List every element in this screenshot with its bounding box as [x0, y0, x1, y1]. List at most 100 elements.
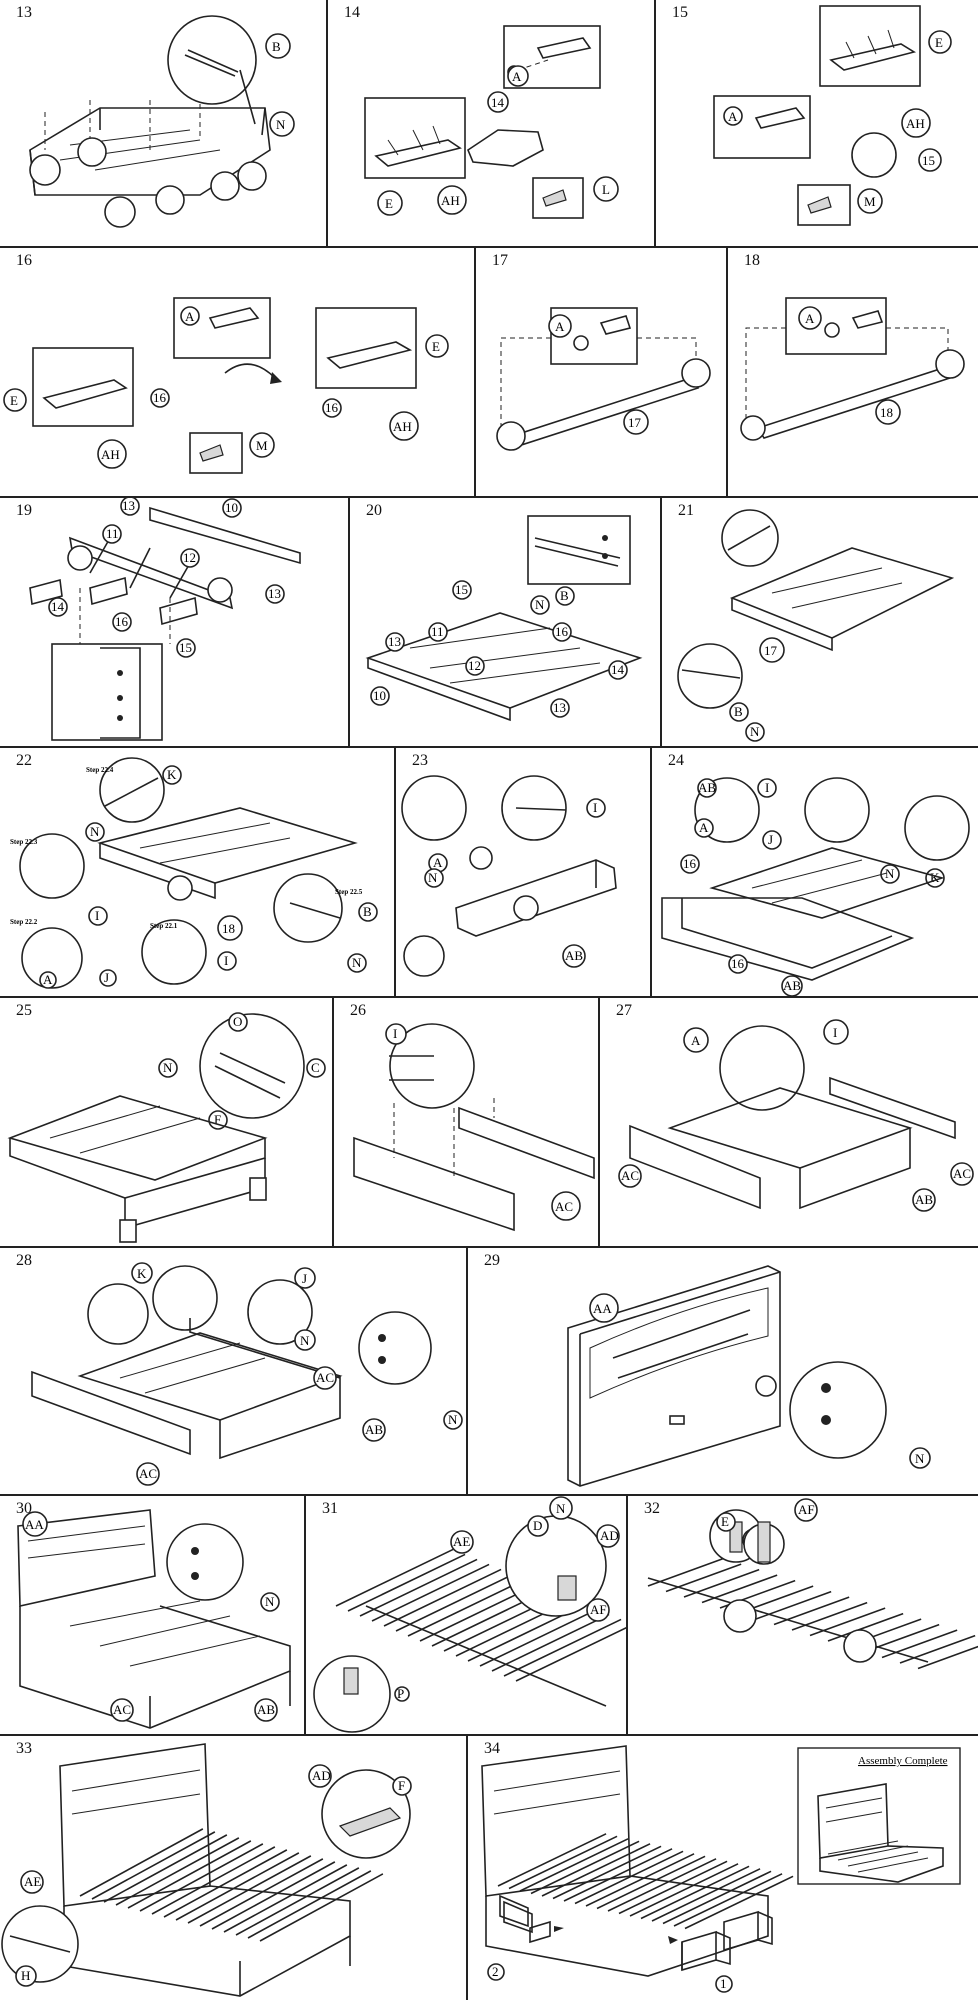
part-label-M: M — [256, 438, 268, 453]
part-label-E: E — [721, 1514, 729, 1529]
slat — [211, 1861, 336, 1930]
part-label-B: B — [734, 704, 743, 719]
step-number: 17 — [492, 252, 508, 269]
part-label-A: A — [433, 855, 443, 870]
slat — [899, 1634, 976, 1664]
part-label-I: I — [833, 1025, 837, 1040]
part-label-E: E — [10, 393, 18, 408]
step-20-panel: 20 15 N B 11 16 13 12 14 10 — [350, 498, 662, 746]
step-24-illustration: AB I A J 16 N K 16 AB — [661, 777, 970, 996]
part-label-14: 14 — [51, 599, 65, 614]
part-label-18: 18 — [880, 405, 893, 420]
part-label-17: 17 — [628, 415, 642, 430]
step-23-illustration: I A N AB — [401, 775, 617, 977]
step-13-panel: 13 B N — [0, 0, 328, 246]
step-number: 34 — [484, 1740, 500, 1757]
slat — [773, 1596, 850, 1626]
step-25-illustration: O N C F — [7, 1012, 326, 1243]
part-label-B: B — [272, 39, 281, 54]
part-label-AB: AB — [698, 780, 716, 795]
part-label-A: A — [728, 109, 738, 124]
part-label-15: 15 — [455, 582, 468, 597]
row-5: 25 O N C F 26 I — [0, 998, 978, 1248]
row-6: 28 K J N N AC AB AC — [0, 1248, 978, 1496]
part-label-B: B — [363, 904, 372, 919]
part-label-N: N — [885, 866, 895, 881]
substep-22-2: Step 22.2 — [10, 918, 38, 926]
step-number: 26 — [350, 1002, 366, 1019]
step-26-illustration: I AC — [353, 1023, 595, 1232]
step-number: 16 — [16, 252, 32, 269]
step-18-panel: 18 A 18 — [728, 248, 978, 496]
step-number: 14 — [344, 4, 360, 21]
part-label-A: A — [512, 69, 522, 84]
part-label-K: K — [137, 1266, 147, 1281]
part-label-I-2: I — [224, 953, 228, 968]
part-label-AH: AH — [441, 193, 460, 208]
step-22-panel: 22 Step 22.4 K Step 22.3 N 18 Step 22.5 … — [0, 748, 396, 996]
slat — [127, 1840, 252, 1909]
part-label-AE: AE — [453, 1534, 470, 1549]
step-14-illustration: A 14 E AH L — [364, 25, 619, 219]
step-15-illustration: E A AH 15 M — [713, 5, 952, 226]
part-label-AC: AC — [555, 1199, 573, 1214]
step-number: 22 — [16, 752, 32, 769]
slats-32 — [647, 1557, 978, 1670]
step-19-panel: 19 13 10 11 12 13 14 16 15 — [0, 498, 350, 746]
slat — [673, 1873, 783, 1927]
slat — [917, 1645, 978, 1670]
part-label-AD: AD — [600, 1528, 619, 1543]
step-23-panel: 23 I A N AB — [396, 748, 652, 996]
slat — [585, 1853, 695, 1907]
slat — [552, 1845, 662, 1900]
step-32-panel: 32 E AF — [628, 1496, 978, 1734]
step-number: 15 — [672, 4, 688, 21]
part-label-J: J — [768, 832, 773, 847]
slat — [515, 1626, 626, 1682]
part-label-A: A — [185, 309, 195, 324]
part-label-12: 12 — [468, 658, 481, 673]
part-label-AH-2: AH — [393, 419, 412, 434]
step-31-illustration: N AE D AD AF P — [313, 1496, 626, 1733]
part-label-1: 1 — [720, 1976, 727, 1991]
part-label-N: N — [750, 724, 760, 739]
step-24-panel: 24 AB I A J 16 N K 16 AB — [652, 748, 978, 996]
slat — [407, 1578, 526, 1637]
part-label-A: A — [805, 311, 815, 326]
step-number: 29 — [484, 1252, 500, 1269]
part-label-F: F — [214, 1112, 221, 1127]
step-number: 21 — [678, 502, 694, 519]
part-label-13-2: 13 — [553, 700, 566, 715]
step-28-panel: 28 K J N N AC AB AC — [0, 1248, 468, 1494]
part-label-F: F — [398, 1778, 405, 1793]
step-ref-16: 16 — [153, 390, 167, 405]
step-number: 13 — [16, 4, 32, 21]
step-20-illustration: 15 N B 11 16 13 12 14 10 13 — [365, 515, 643, 722]
row-1: 13 B N 14 A — [0, 0, 978, 248]
substep-22-4: Step 22.4 — [86, 766, 114, 774]
part-label-AD: AD — [312, 1768, 331, 1783]
slat — [651, 1868, 761, 1922]
slat — [755, 1590, 832, 1620]
step-number: 33 — [16, 1740, 32, 1757]
slat — [383, 1568, 502, 1627]
step-number: 28 — [16, 1252, 32, 1269]
slat — [541, 1843, 651, 1897]
slat — [662, 1870, 772, 1925]
step-31-panel: 31 N AE D AD AF P — [306, 1496, 628, 1734]
part-label-K: K — [930, 870, 940, 885]
step-34-panel: 34 2 1 Assembly Complete — [468, 1736, 978, 2000]
substep-22-5: Step 22.5 — [335, 888, 363, 896]
slat — [223, 1864, 348, 1933]
step-33-illustration: AD F AE H — [1, 1743, 412, 1997]
part-label-11: 11 — [106, 526, 119, 541]
row-3: 19 13 10 11 12 13 14 16 15 — [0, 498, 978, 748]
step-27-panel: 27 A I AC AC AB — [600, 998, 978, 1246]
row-7: 30 AA N AC AB 31 N — [0, 1496, 978, 1736]
part-label-AC-2: AC — [953, 1166, 971, 1181]
part-label-AF: AF — [590, 1602, 607, 1617]
step-30-panel: 30 AA N AC AB — [0, 1496, 306, 1734]
slat — [151, 1846, 276, 1915]
step-18-illustration: A 18 — [740, 297, 965, 441]
part-label-18: 18 — [222, 921, 235, 936]
